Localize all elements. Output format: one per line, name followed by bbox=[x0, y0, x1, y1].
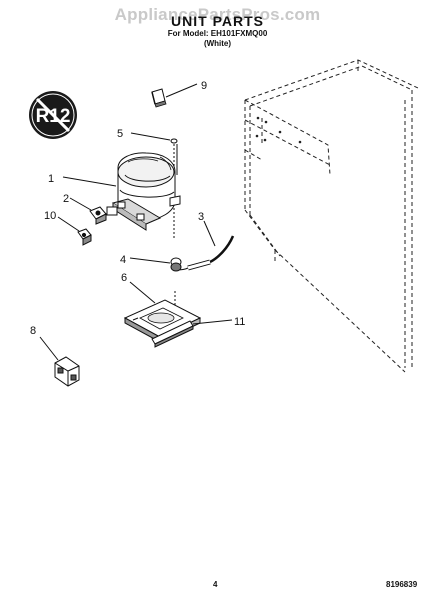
callout-11: 11 bbox=[234, 316, 245, 328]
document-number: 8196839 bbox=[386, 580, 418, 589]
callout-3: 3 bbox=[198, 211, 204, 223]
model-line: For Model: EH101FXMQ00 bbox=[167, 29, 268, 38]
cabinet-frame bbox=[244, 59, 419, 373]
callout-labels: 9 5 1 2 10 3 4 6 11 8 bbox=[30, 80, 245, 337]
watermark: AppliancePartsPros.com bbox=[114, 5, 321, 24]
part-4-grommet bbox=[129, 257, 182, 272]
part-1-compressor bbox=[62, 152, 181, 231]
color-variant: (White) bbox=[203, 39, 232, 48]
r12-badge: R12 bbox=[29, 91, 77, 139]
part-8-relay bbox=[39, 336, 80, 387]
part-10-grommet bbox=[57, 216, 92, 246]
part-9-overload bbox=[151, 83, 198, 108]
callout-6: 6 bbox=[121, 272, 127, 284]
callout-8: 8 bbox=[30, 325, 36, 337]
callout-1: 1 bbox=[48, 173, 54, 185]
cabinet-holes bbox=[255, 116, 302, 144]
part-11-strip bbox=[151, 319, 233, 348]
callout-9: 9 bbox=[201, 80, 207, 92]
part-5-fitting bbox=[130, 132, 178, 240]
callout-5: 5 bbox=[117, 128, 123, 140]
part-6-mounting-base bbox=[123, 281, 202, 343]
callout-10: 10 bbox=[44, 210, 56, 222]
page-number: 4 bbox=[213, 580, 218, 589]
callout-2: 2 bbox=[63, 193, 69, 205]
part-3-filter-drier bbox=[175, 220, 235, 271]
callout-4: 4 bbox=[120, 254, 126, 266]
page-title: UNIT PARTS bbox=[171, 13, 264, 29]
part-2-grommet bbox=[69, 197, 107, 225]
